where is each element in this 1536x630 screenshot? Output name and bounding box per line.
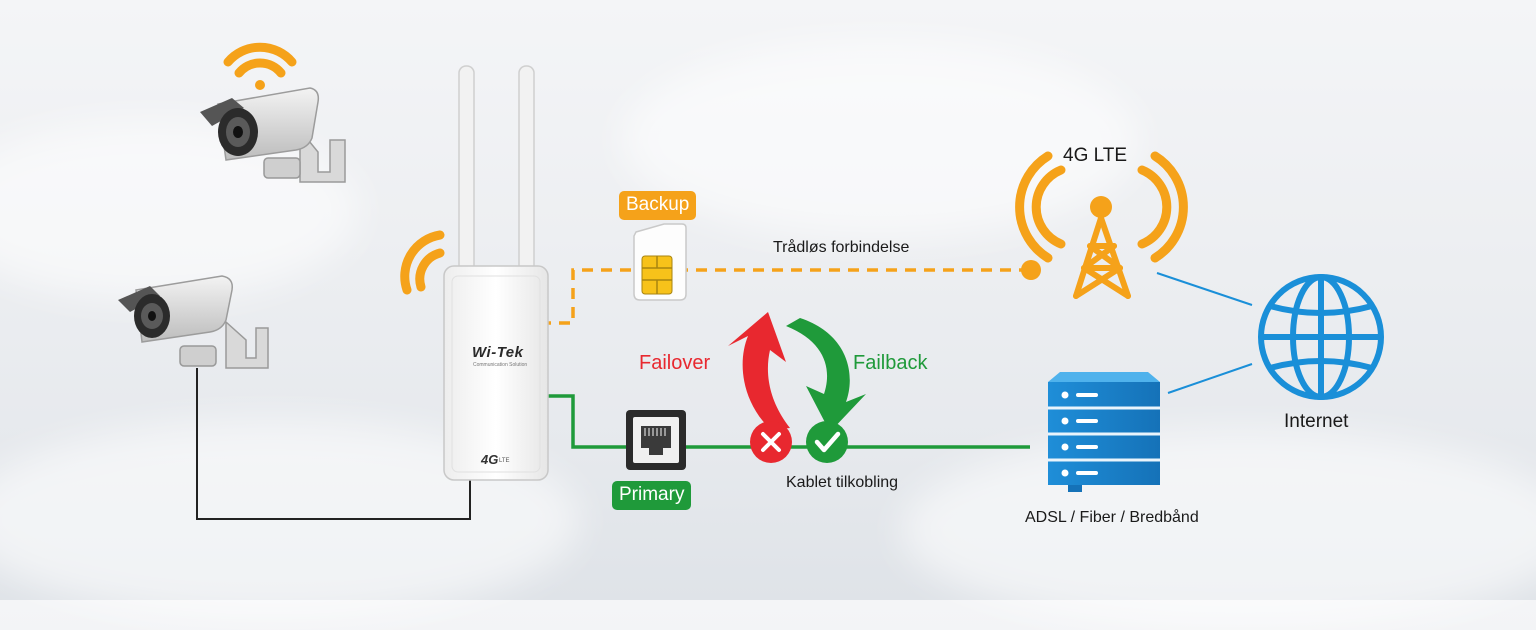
wifi-signal-icon (223, 42, 297, 90)
wireless-connection-label: Trådløs forbindelse (773, 239, 910, 256)
camera-icon (200, 42, 346, 183)
lte-label: 4G LTE (1063, 145, 1128, 166)
wifi-signal-icon (400, 230, 445, 295)
router-brand-logo: Wi-Tek (472, 344, 524, 361)
background-cloud (620, 40, 1140, 240)
camera-cable (196, 368, 471, 520)
lte-endpoint-dot (1021, 260, 1041, 280)
router-brand-subtitle: Communication Solution (473, 362, 528, 368)
antenna (518, 65, 535, 277)
check-icon (806, 421, 848, 463)
camera-icon (118, 275, 269, 369)
internet-label: Internet (1284, 411, 1349, 432)
wired-connection-label: Kablet tilkobling (786, 474, 899, 491)
close-icon (750, 421, 792, 463)
antenna (458, 65, 475, 277)
sim-card-icon (633, 223, 687, 301)
failback-arrow (786, 318, 866, 432)
lte-internet-link (1156, 272, 1253, 306)
broadband-label: ADSL / Fiber / Bredbånd (1025, 509, 1199, 526)
globe-icon (1258, 274, 1384, 400)
primary-badge: Primary (612, 481, 692, 510)
network-diagram (118, 42, 1384, 520)
router-model-subtitle: LTE (499, 458, 510, 464)
backup-badge: Backup (619, 191, 697, 220)
broadband-internet-link (1167, 363, 1253, 394)
failback-label: Failback (853, 352, 928, 374)
background-cloud (900, 430, 1536, 630)
failover-label: Failover (639, 352, 711, 374)
router-model-badge: 4G (481, 452, 499, 467)
server-icon (1048, 372, 1160, 492)
failover-arrow (728, 312, 790, 430)
primary-wired-link (540, 394, 1030, 449)
cell-tower-icon (1015, 151, 1188, 299)
backup-wireless-link (540, 268, 1031, 325)
router-device (400, 65, 549, 481)
ethernet-port-icon (626, 410, 686, 470)
